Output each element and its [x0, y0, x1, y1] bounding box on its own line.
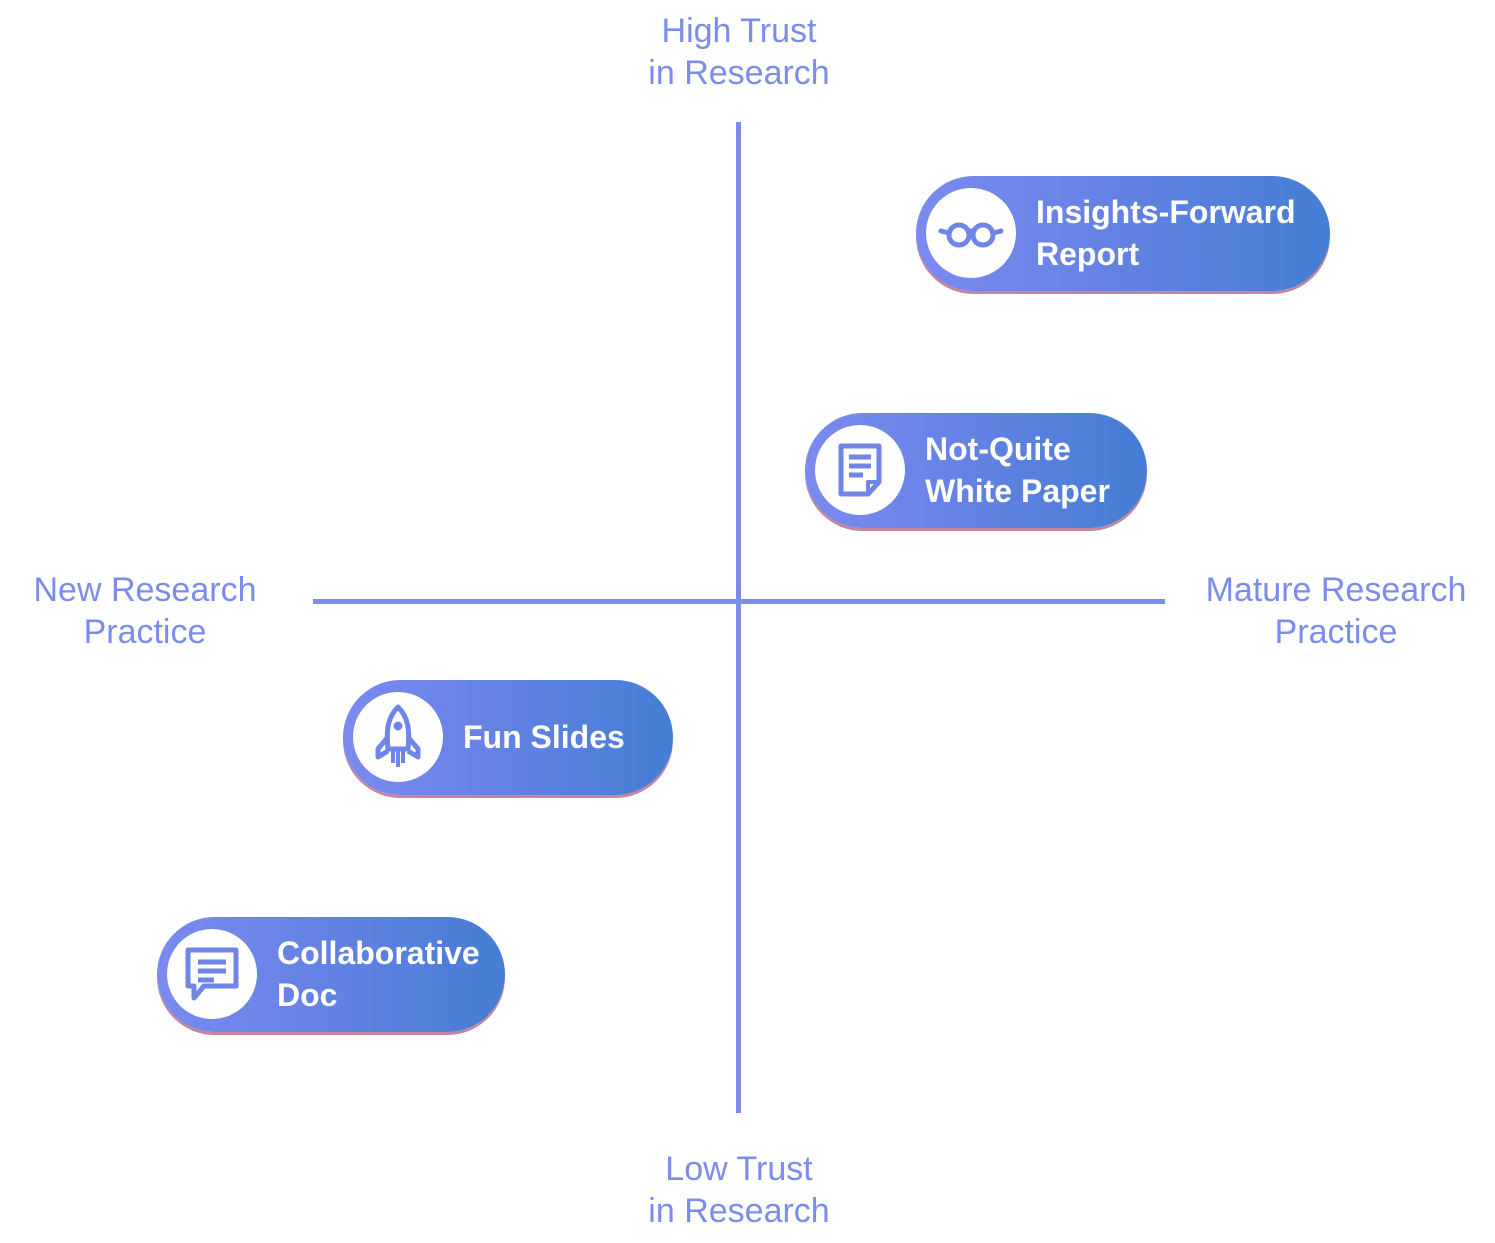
axis-label-left: New Research Practice — [33, 571, 257, 651]
pill-not-quite-white-paper: Not-Quite White Paper — [805, 413, 1147, 528]
pill-label: Collaborative Doc — [277, 935, 480, 1013]
pill-label: Insights-Forward Report — [1036, 194, 1296, 272]
axis-label-top: High Trust in Research — [648, 12, 830, 92]
rocket-icon — [353, 692, 443, 782]
pill-insights-forward-report: Insights-Forward Report — [916, 176, 1330, 291]
pill-collaborative-doc: Collaborative Doc — [157, 917, 505, 1032]
pill-fun-slides: Fun Slides — [343, 680, 673, 795]
vertical-axis — [736, 122, 741, 1113]
pill-label: Not-Quite White Paper — [925, 431, 1110, 509]
document-icon — [815, 425, 905, 515]
glasses-icon — [926, 188, 1016, 278]
pill-label: Fun Slides — [463, 719, 625, 755]
chat-icon — [167, 929, 257, 1019]
axis-label-right: Mature Research Practice — [1205, 571, 1467, 651]
axis-label-bottom: Low Trust in Research — [648, 1150, 830, 1230]
horizontal-axis — [313, 599, 1165, 604]
